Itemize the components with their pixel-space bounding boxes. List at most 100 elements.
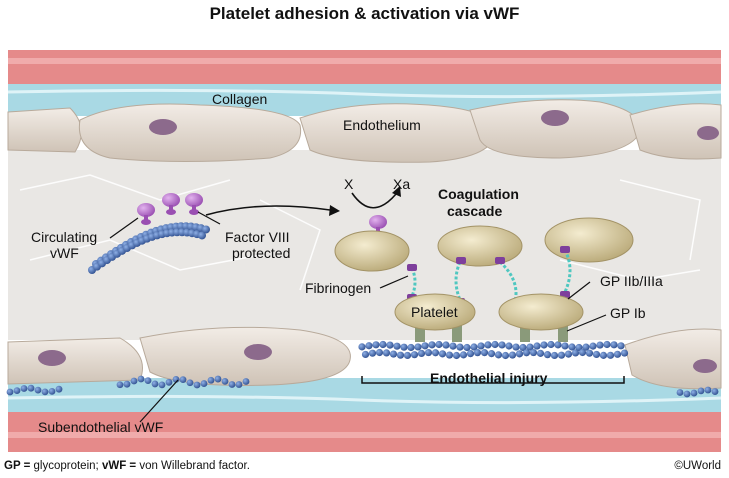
label-collagen: Collagen	[212, 91, 267, 107]
nucleus	[244, 344, 272, 360]
vwf-bead	[144, 377, 152, 385]
vwf-bead	[200, 380, 208, 387]
vwf-bead	[379, 340, 387, 349]
vwf-bead	[414, 343, 422, 351]
vwf-bead	[592, 350, 601, 359]
vwf-bead	[477, 342, 485, 350]
label-endothelium: Endothelium	[343, 117, 421, 133]
vwf-bead	[617, 342, 625, 350]
vwf-bead	[596, 341, 604, 349]
vwf-bead	[501, 351, 510, 360]
vwf-bead	[470, 343, 478, 351]
vwf-bead	[484, 341, 492, 349]
diagram-labels: Collagen Endothelium Circulating vWF Fac…	[31, 91, 663, 435]
label-coagulation-2: cascade	[447, 203, 502, 219]
vwf-bead	[505, 342, 513, 350]
vwf-bead	[487, 350, 496, 358]
vwf-bead	[456, 343, 464, 351]
endothelial-injury-bracket	[361, 376, 625, 384]
vwf-bead	[6, 388, 14, 396]
footer-legend: GP = glycoprotein; vWF = von Willebrand …	[4, 460, 250, 472]
vwf-bead	[116, 381, 124, 389]
vwf-bead	[193, 381, 201, 389]
vwf-bead	[368, 349, 377, 357]
vwf-bead	[358, 343, 366, 351]
vwf-bead	[711, 388, 719, 395]
vwf-bead	[158, 381, 166, 389]
vwf-bead	[365, 342, 373, 350]
vwf-bead	[512, 343, 520, 351]
vwf-bead	[561, 342, 569, 350]
label-factor-viii-2: protected	[232, 245, 290, 261]
nucleus	[541, 110, 569, 126]
circulating-vwf-chain	[88, 222, 210, 274]
vwf-bead	[179, 376, 187, 384]
vwf-bead	[571, 349, 580, 357]
vwf-bead	[575, 343, 583, 352]
vwf-bead	[515, 350, 524, 358]
vwf-bead	[55, 385, 63, 393]
vwf-bead	[123, 380, 131, 388]
footer-gp-def: glycoprotein;	[30, 460, 102, 472]
vwf-bead	[522, 349, 531, 357]
vwf-bead	[407, 343, 415, 352]
label-platelet: Platelet	[411, 304, 458, 320]
label-factor-viii-1: Factor VIII	[225, 229, 290, 245]
vwf-bead	[13, 387, 21, 395]
vwf-bead	[578, 348, 587, 357]
vwf-bead	[34, 386, 42, 394]
vwf-bead	[400, 343, 408, 351]
nucleus	[149, 119, 177, 135]
vwf-bead	[435, 340, 443, 349]
vwf-bead	[372, 341, 380, 349]
vwf-bead	[421, 342, 429, 350]
vwf-bead	[202, 225, 210, 234]
vwf-bead	[589, 342, 597, 350]
vwf-bead	[676, 389, 684, 396]
label-fibrinogen: Fibrinogen	[305, 280, 371, 296]
vwf-bead	[438, 350, 447, 358]
vwf-bead	[540, 341, 548, 349]
vwf-bead	[207, 376, 215, 384]
vwf-bead	[221, 378, 229, 385]
vwf-bead	[519, 343, 527, 352]
label-x: X	[344, 176, 354, 192]
vwf-bead	[41, 388, 49, 396]
vwf-bead	[536, 349, 545, 357]
vwf-bead	[382, 349, 391, 357]
label-gp-iib-iiia: GP IIb/IIIa	[600, 273, 663, 289]
vwf-bead	[582, 343, 590, 351]
vwf-bead	[697, 387, 705, 395]
vwf-bead	[449, 342, 457, 350]
footer-vwf-def: von Willebrand factor.	[136, 460, 250, 472]
vwf-bead	[613, 350, 622, 358]
vwf-bead	[130, 377, 138, 385]
vwf-bead	[557, 351, 566, 359]
factor-viii-molecules	[137, 193, 387, 237]
label-endothelial-injury: Endothelial injury	[430, 370, 548, 386]
vwf-bead	[393, 342, 401, 350]
vwf-bead	[526, 343, 534, 351]
vwf-bead	[463, 343, 471, 352]
vwf-bead	[683, 390, 691, 398]
vwf-bead	[235, 381, 243, 388]
vwf-bead	[473, 349, 482, 357]
vwf-bead	[442, 341, 450, 349]
vwf-bead	[403, 351, 412, 360]
vwf-bead	[389, 350, 398, 358]
vwf-bead	[242, 378, 250, 385]
vwf-bead	[228, 381, 236, 388]
vwf-bead	[547, 340, 555, 349]
label-coagulation-1: Coagulation	[438, 186, 519, 202]
endothelium-cells-top	[7, 99, 722, 163]
vwf-bead	[396, 351, 405, 359]
vwf-bead	[620, 349, 629, 357]
vwf-bead	[480, 349, 489, 357]
vwf-bead	[151, 380, 159, 388]
vwf-bead	[165, 378, 173, 386]
vwf-bead	[494, 351, 503, 359]
vwf-bead	[386, 341, 394, 349]
nucleus	[693, 359, 717, 373]
vwf-bead	[214, 375, 222, 383]
vwf-bead	[424, 348, 433, 357]
